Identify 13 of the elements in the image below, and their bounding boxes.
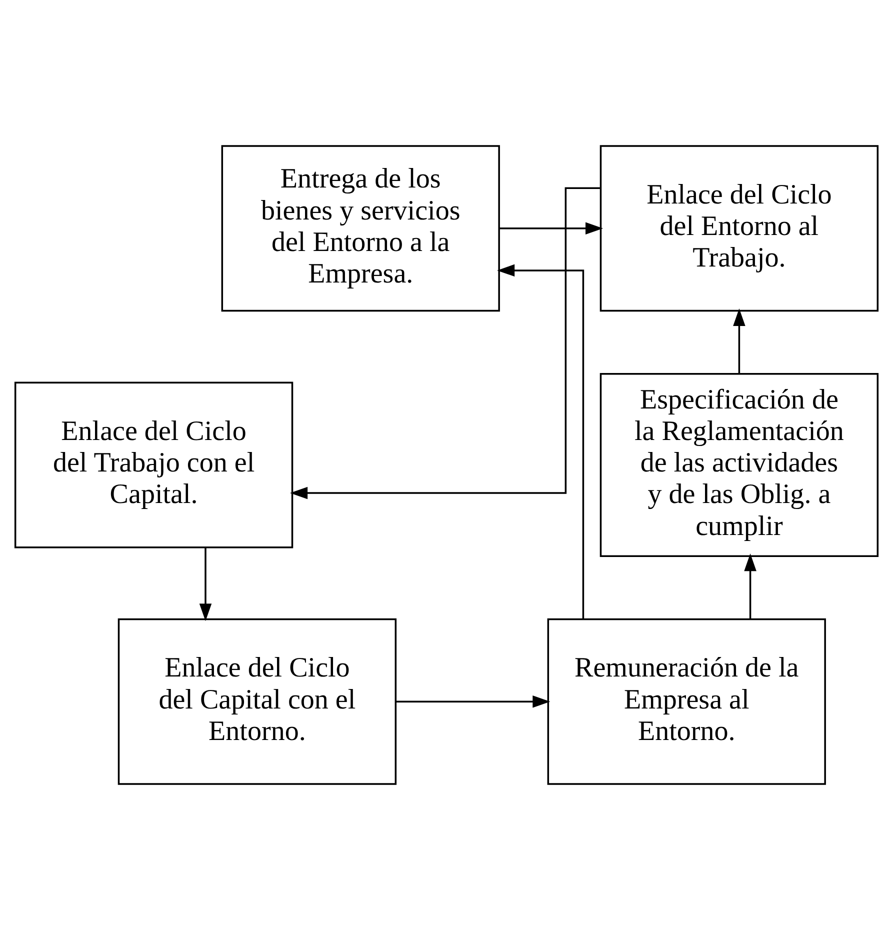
arrow [744,554,756,619]
arrow [733,308,746,374]
arrow [499,222,604,235]
arrow [497,264,584,619]
node-box: Entrega de los bienes y servicios del Entorno a la Empresa. [221,145,500,312]
node-box: Remuneración de la Empresa al Entorno. [547,618,826,785]
node-box: Enlace del Ciclo del Capital con el Entorno. [118,618,397,785]
arrow [199,548,212,622]
node-box: Enlace del Ciclo del Trabajo con el Capital. [14,382,294,548]
arrow [396,695,550,708]
node-box: Especificación de la Reglamentación de las actividades y de las Oblig. a cumplir [600,372,879,558]
node-box: Enlace del Ciclo del Entorno al Trabajo. [600,145,879,312]
arrow [290,187,600,500]
